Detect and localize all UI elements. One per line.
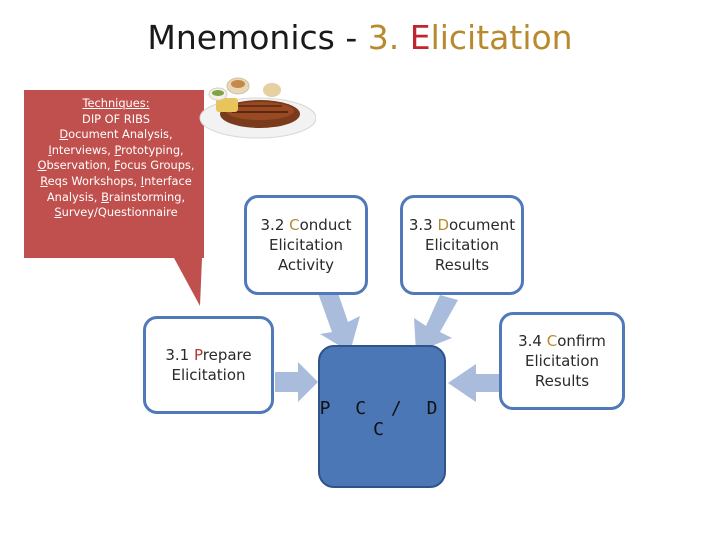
arrow-from-confirm bbox=[448, 364, 500, 402]
step-document-line2: Elicitation bbox=[425, 235, 499, 255]
step-document-line1: 3.3 Document bbox=[409, 215, 515, 235]
step-document-line3: Results bbox=[435, 255, 489, 275]
step-confirm-line3: Results bbox=[535, 371, 589, 391]
step-confirm-line1: 3.4 Confirm bbox=[518, 331, 606, 351]
step-prepare-box[interactable]: 3.1 Prepare Elicitation bbox=[143, 316, 274, 414]
step-confirm-box[interactable]: 3.4 Confirm Elicitation Results bbox=[499, 312, 625, 410]
center-label: P C / D C bbox=[318, 398, 446, 440]
arrow-from-conduct bbox=[318, 293, 360, 352]
step-prepare-line1: 3.1 Prepare bbox=[165, 345, 251, 365]
arrow-from-document bbox=[414, 295, 458, 352]
step-confirm-line2: Elicitation bbox=[525, 351, 599, 371]
step-conduct-line3: Activity bbox=[278, 255, 334, 275]
arrow-from-prepare bbox=[275, 362, 318, 402]
step-document-box[interactable]: 3.3 Document Elicitation Results bbox=[400, 195, 524, 295]
step-conduct-line2: Elicitation bbox=[269, 235, 343, 255]
step-conduct-box[interactable]: 3.2 Conduct Elicitation Activity bbox=[244, 195, 368, 295]
step-conduct-line1: 3.2 Conduct bbox=[261, 215, 352, 235]
step-prepare-line2: Elicitation bbox=[171, 365, 245, 385]
